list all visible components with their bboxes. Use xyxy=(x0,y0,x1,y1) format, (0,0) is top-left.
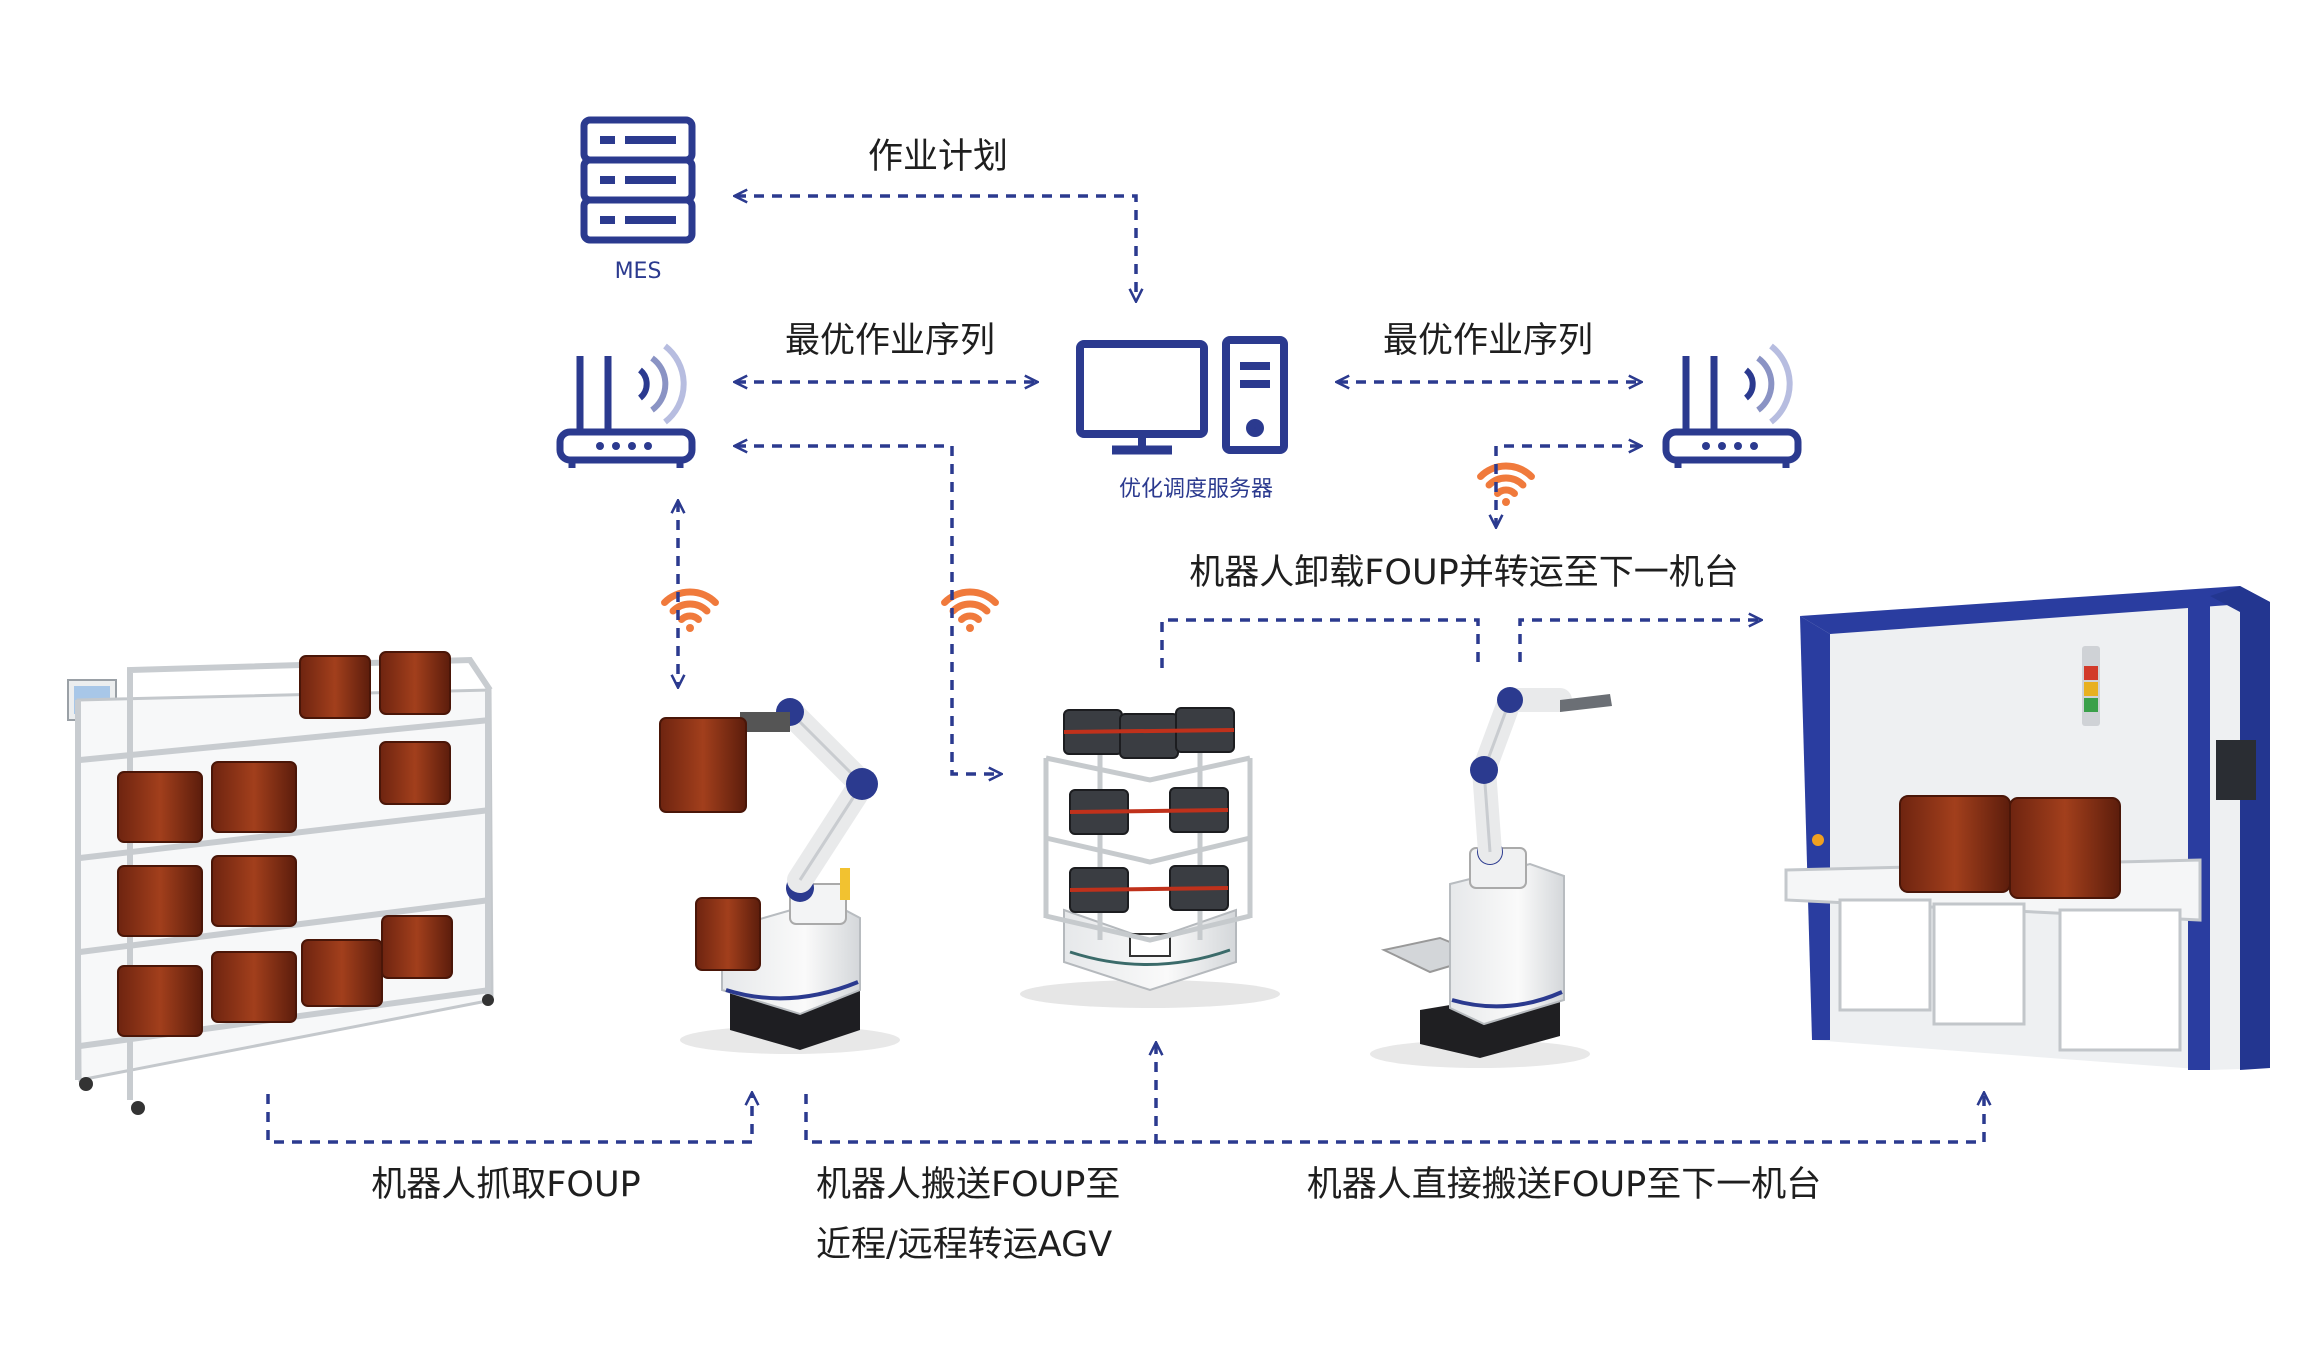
label-direct: 机器人直接搬送FOUP至下一机台 xyxy=(1307,1165,1821,1205)
router-icon xyxy=(556,343,696,468)
transfer-agv xyxy=(1020,707,1280,1008)
arrow-mes-server xyxy=(736,196,1136,300)
label-seq-left: 最优作业序列 xyxy=(785,321,995,361)
foup-storage-shelf xyxy=(67,651,494,1115)
label-carry-line2: 近程/远程转运AGV xyxy=(816,1225,1112,1265)
arrow-direct-to-machine xyxy=(1156,1094,1984,1144)
server-rack-icon xyxy=(580,116,696,244)
arrow-unload-transfer xyxy=(1160,620,1760,668)
arrow-to-agv-bottom xyxy=(804,1044,1156,1144)
computer-icon xyxy=(1076,336,1288,455)
mobile-manipulator-robot-right xyxy=(1370,687,1612,1068)
process-tool-machine xyxy=(1784,586,2270,1070)
wifi-signal-icon xyxy=(941,588,999,632)
mobile-manipulator-robot-left xyxy=(659,698,900,1054)
label-seq-right: 最优作业序列 xyxy=(1383,321,1593,361)
label-plan: 作业计划 xyxy=(868,137,1008,177)
arrow-grab xyxy=(266,1094,752,1144)
wifi-signal-icon xyxy=(661,588,719,632)
router-icon xyxy=(1662,343,1802,468)
wifi-signal-icon xyxy=(1477,462,1535,506)
arrow-router-to-agv xyxy=(736,446,1000,774)
mes-label: MES xyxy=(615,259,662,284)
server-label: 优化调度服务器 xyxy=(1119,477,1273,502)
arrow-router-to-robot-right xyxy=(1496,446,1640,526)
label-unload: 机器人卸载FOUP并转运至下一机台 xyxy=(1189,553,1738,593)
label-carry-line1: 机器人搬送FOUP至 xyxy=(816,1165,1120,1205)
label-grab: 机器人抓取FOUP xyxy=(371,1165,640,1205)
